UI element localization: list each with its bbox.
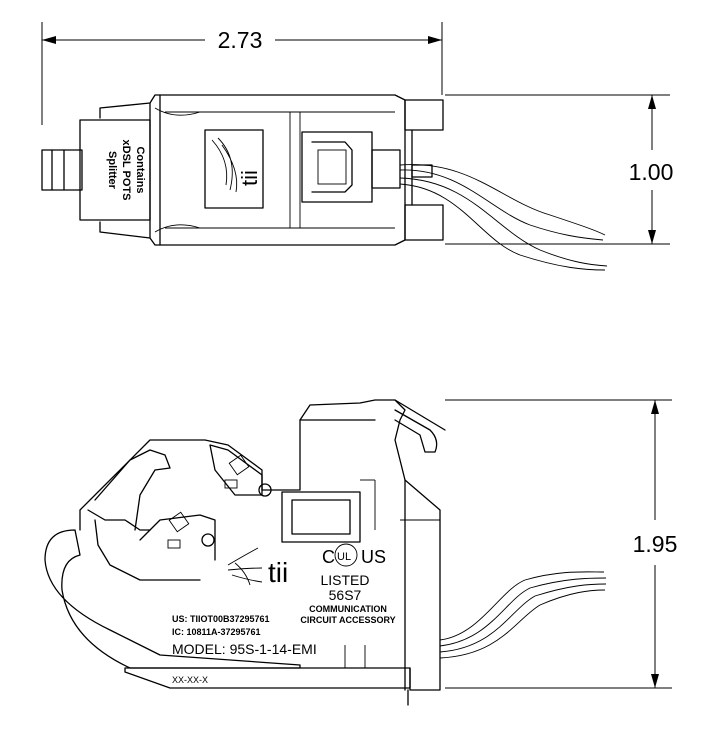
ic-id: IC: 10811A-37295761 bbox=[172, 627, 261, 637]
category-line1: COMMUNICATION bbox=[309, 604, 387, 614]
cert-mark: UL bbox=[337, 551, 351, 563]
top-label-line3: Splitter bbox=[106, 151, 118, 190]
top-height-dimension: 1.00 bbox=[445, 94, 674, 245]
listed-label: LISTED bbox=[320, 572, 369, 588]
width-dimension-label: 2.73 bbox=[218, 27, 263, 53]
top-label-line1: Contains bbox=[134, 146, 146, 193]
top-view: tii Contains xDSL POTS Splitter bbox=[41, 94, 608, 271]
cert-right: US bbox=[361, 547, 386, 567]
category-line2: CIRCUIT ACCESSORY bbox=[300, 615, 395, 625]
model-label: MODEL: 95S-1-14-EMI bbox=[172, 641, 317, 657]
us-id: US: TIIOT00B37295761 bbox=[172, 614, 270, 624]
side-height-dimension: 1.95 bbox=[445, 399, 678, 689]
top-logo-text: tii bbox=[237, 170, 262, 186]
top-height-label: 1.00 bbox=[629, 159, 674, 185]
top-label-line2: xDSL POTS bbox=[120, 140, 132, 201]
side-logo-text: tii bbox=[268, 557, 288, 588]
cert-left: C bbox=[322, 547, 335, 567]
side-view: tii C UL US LISTED 56S7 COMMUNICATION CI… bbox=[44, 399, 607, 706]
listing-code: 56S7 bbox=[329, 587, 362, 603]
date-code: XX-XX-X bbox=[172, 675, 208, 685]
side-height-label: 1.95 bbox=[633, 531, 678, 557]
width-dimension: 2.73 bbox=[41, 22, 443, 125]
